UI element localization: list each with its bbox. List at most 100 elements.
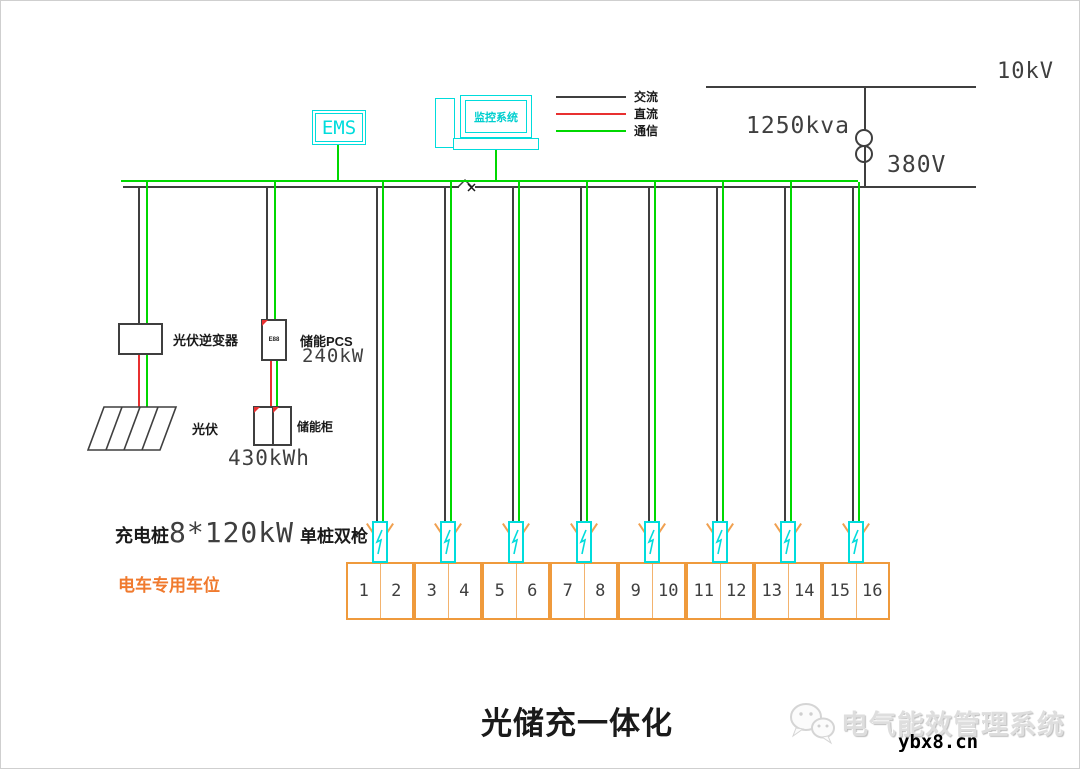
parking-pair: 11 12 <box>686 562 754 620</box>
legend-item-ac: 交流 <box>556 88 658 105</box>
pile-ac-line <box>580 188 582 521</box>
wechat-icon <box>790 703 835 745</box>
page-title: 光储充一体化 <box>481 706 673 741</box>
pcs-box: E88 <box>261 319 287 361</box>
pile-comm-line <box>654 182 656 521</box>
pile-ac-line <box>512 188 514 521</box>
pile-comm-line <box>790 182 792 521</box>
pv-dc-line <box>138 355 140 408</box>
pile-ac-line <box>444 188 446 521</box>
monitor-icon: 监控系统 <box>460 95 532 138</box>
battery-corner-mark-1 <box>254 407 260 413</box>
charging-pile <box>644 521 660 563</box>
parking-spot: 3 <box>416 564 449 618</box>
pv-comm-line-lower <box>146 355 148 408</box>
pile-ac-line <box>376 188 378 521</box>
lightning-icon <box>783 529 791 555</box>
legend-label-comm: 通信 <box>634 124 659 138</box>
pcs-power-label: 240kW <box>302 345 365 367</box>
legend-item-comm: 通信 <box>556 122 658 139</box>
lightning-icon <box>647 529 655 555</box>
parking-spot-number: 8 <box>595 581 606 601</box>
parking-spot-number: 5 <box>494 581 505 601</box>
comm-bus-line <box>121 180 858 182</box>
computer-tower-icon <box>435 98 455 148</box>
parking-spot-number: 4 <box>459 581 470 601</box>
parking-spot-number: 10 <box>658 581 679 601</box>
pv-panel-icon <box>87 406 178 451</box>
charging-pile <box>508 521 524 563</box>
scada-label: 监控系统 <box>465 100 527 133</box>
battery-corner-mark-2 <box>273 407 279 413</box>
parking-spot-number: 1 <box>358 581 369 601</box>
parking-spot: 13 <box>756 564 789 618</box>
bus-break-symbol <box>457 178 476 192</box>
monitor-base-icon <box>453 138 539 150</box>
charging-pile <box>372 521 388 563</box>
lightning-icon <box>579 529 587 555</box>
pile-ac-line <box>784 188 786 521</box>
charging-pile <box>780 521 796 563</box>
pile-comm-line <box>450 182 452 521</box>
battery-cabinet-divider <box>272 408 274 444</box>
battery-cabinet-box <box>253 406 292 446</box>
lv-bus-line-right <box>475 186 976 188</box>
lightning-icon <box>375 529 383 555</box>
charger-spec-label: 充电桩 8*120kW 单桩双枪 <box>115 516 368 549</box>
legend-swatch-dc <box>556 112 626 115</box>
legend-swatch-comm <box>556 129 626 132</box>
pile-comm-line <box>518 182 520 521</box>
charger-spec-suffix: 单桩双枪 <box>300 527 369 546</box>
parking-spot: 10 <box>653 564 685 618</box>
battery-capacity-label: 430kWh <box>228 446 310 470</box>
pcs-ac-line <box>266 188 268 319</box>
ems-comm-line <box>337 145 339 181</box>
pv-panel-label: 光伏 <box>192 422 219 437</box>
battery-cabinet-label: 储能柜 <box>297 420 334 434</box>
transformer-rating-label: 1250kva <box>746 113 850 139</box>
brand-site: ybx8.cn <box>898 731 979 753</box>
lightning-icon <box>851 529 859 555</box>
lightning-icon <box>715 529 723 555</box>
parking-spot: 11 <box>688 564 721 618</box>
pile-ac-line <box>648 188 650 521</box>
parking-spot-number: 11 <box>693 581 714 601</box>
transformer-coil-secondary <box>855 145 873 163</box>
lv-bus-line-left <box>123 186 459 188</box>
parking-spot: 5 <box>484 564 517 618</box>
charging-pile <box>576 521 592 563</box>
charger-spec-power: 8*120kW <box>169 516 295 549</box>
pcs-label: 储能PCS <box>300 334 353 349</box>
pile-ac-line <box>716 188 718 521</box>
scada-comm-line <box>495 150 497 181</box>
parking-spot: 14 <box>789 564 821 618</box>
parking-spot: 7 <box>552 564 585 618</box>
pv-inverter-box <box>118 323 163 355</box>
lightning-icon <box>511 529 519 555</box>
pv-inverter-label: 光伏逆变器 <box>173 333 239 348</box>
hv-bus-line <box>706 86 976 88</box>
parking-label: 电车专用车位 <box>118 576 220 595</box>
charger-spec-prefix: 充电桩 <box>115 526 169 546</box>
parking-spot: 9 <box>620 564 653 618</box>
parking-spot: 16 <box>857 564 889 618</box>
battery-comm-line <box>276 361 278 406</box>
parking-spot-number: 7 <box>562 581 573 601</box>
lightning-icon <box>443 529 451 555</box>
parking-spot: 12 <box>721 564 753 618</box>
charging-pile <box>848 521 864 563</box>
lv-voltage-label: 380V <box>887 152 947 178</box>
parking-spot-number: 12 <box>726 581 747 601</box>
pcs-comm-line-upper <box>274 182 276 319</box>
pcs-badge: E88 <box>268 337 280 343</box>
legend-item-dc: 直流 <box>556 105 658 122</box>
legend-label-dc: 直流 <box>634 107 659 121</box>
parking-spot: 1 <box>348 564 381 618</box>
legend-label-ac: 交流 <box>634 90 659 104</box>
parking-spot: 2 <box>381 564 413 618</box>
